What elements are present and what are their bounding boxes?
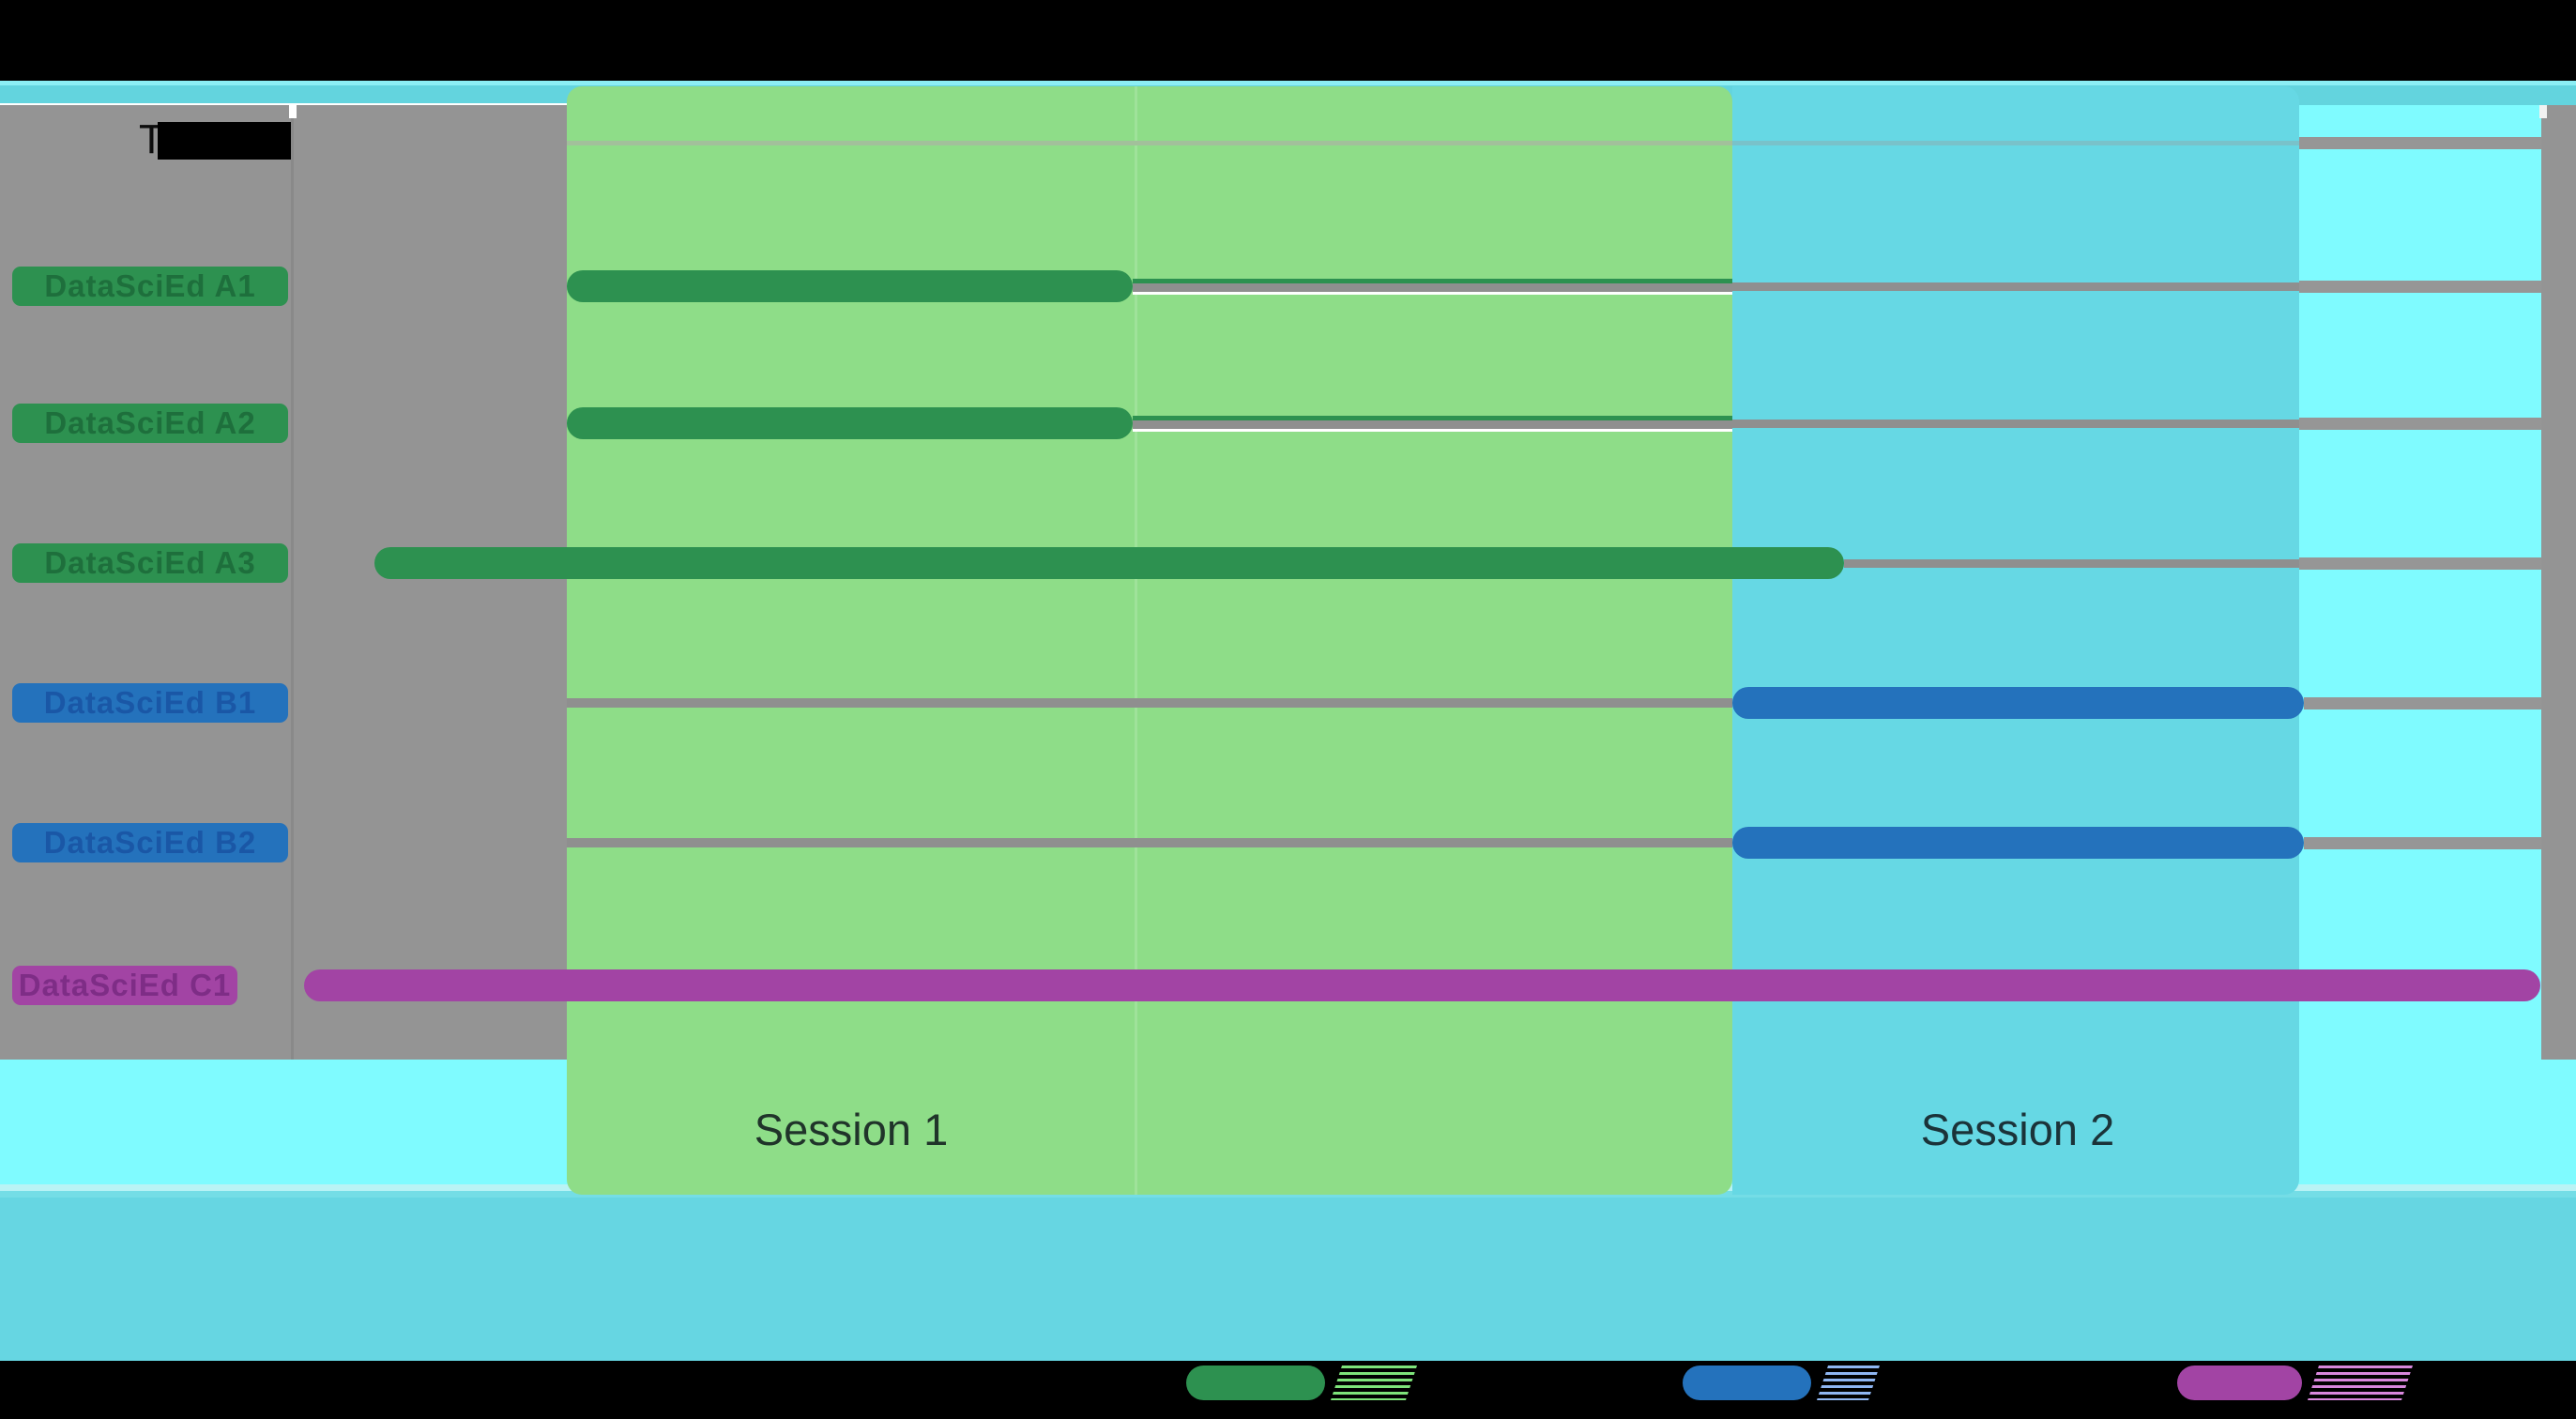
gridline-b2-panel — [2304, 837, 2541, 849]
vertical-gridline-session1-mid — [1135, 86, 1137, 1195]
bar-b2 — [1732, 827, 2304, 859]
bottom-cyan-band — [0, 1198, 2576, 1361]
gridline-a2-panel — [2299, 418, 2541, 430]
hairline-white — [0, 103, 567, 106]
gridline-a1-fringe — [1133, 279, 1732, 295]
bar-b1 — [1732, 687, 2304, 719]
gridline-a1-panel — [2299, 281, 2541, 293]
gridline-header-green — [567, 141, 1732, 145]
task-badge-a1: DataSciEd A1 — [12, 267, 288, 306]
task-badge-a2: DataSciEd A2 — [12, 404, 288, 443]
bar-a1 — [567, 270, 1133, 302]
task-badge-a3: DataSciEd A3 — [12, 543, 288, 583]
task-badge-c1: DataSciEd C1 — [12, 966, 237, 1005]
task-badge-b2: DataSciEd B2 — [12, 823, 288, 862]
gridline-header-session2 — [1732, 141, 2299, 145]
session1-region — [567, 86, 1732, 1195]
legend-slash-purple — [2307, 1366, 2414, 1400]
gridline-b1-panel — [2304, 697, 2541, 710]
right-bright-cyan-panel — [2299, 105, 2541, 1060]
bar-a3 — [374, 547, 1844, 579]
bar-a2 — [567, 407, 1133, 439]
gridline-header-panel — [2299, 137, 2541, 149]
vertical-gridline-left — [291, 105, 294, 1060]
legend-swatch-purple — [2177, 1366, 2302, 1400]
bar-c1 — [304, 969, 2540, 1001]
legend-slash-green — [1330, 1366, 1418, 1400]
session2-region — [1732, 86, 2299, 1195]
session1-label: Session 1 — [754, 1105, 949, 1154]
axis-tick-notch-left — [289, 105, 297, 118]
legend-swatch-blue — [1683, 1366, 1811, 1400]
redaction-box — [158, 122, 291, 160]
gridline-b2-green — [567, 838, 1732, 847]
gridline-b1-green — [567, 698, 1732, 708]
session2-label: Session 2 — [1920, 1105, 2115, 1154]
gridline-a1-session2 — [1732, 282, 2299, 291]
task-badge-b1: DataSciEd B1 — [12, 683, 288, 723]
gridline-a2-fringe — [1133, 416, 1732, 432]
gridline-a3-panel — [2299, 557, 2541, 570]
gridline-a2-session2 — [1732, 420, 2299, 428]
legend-swatch-green — [1186, 1366, 1325, 1400]
gridline-a3-session2 — [1844, 559, 2299, 568]
axis-tick-notch-right — [2539, 105, 2547, 118]
